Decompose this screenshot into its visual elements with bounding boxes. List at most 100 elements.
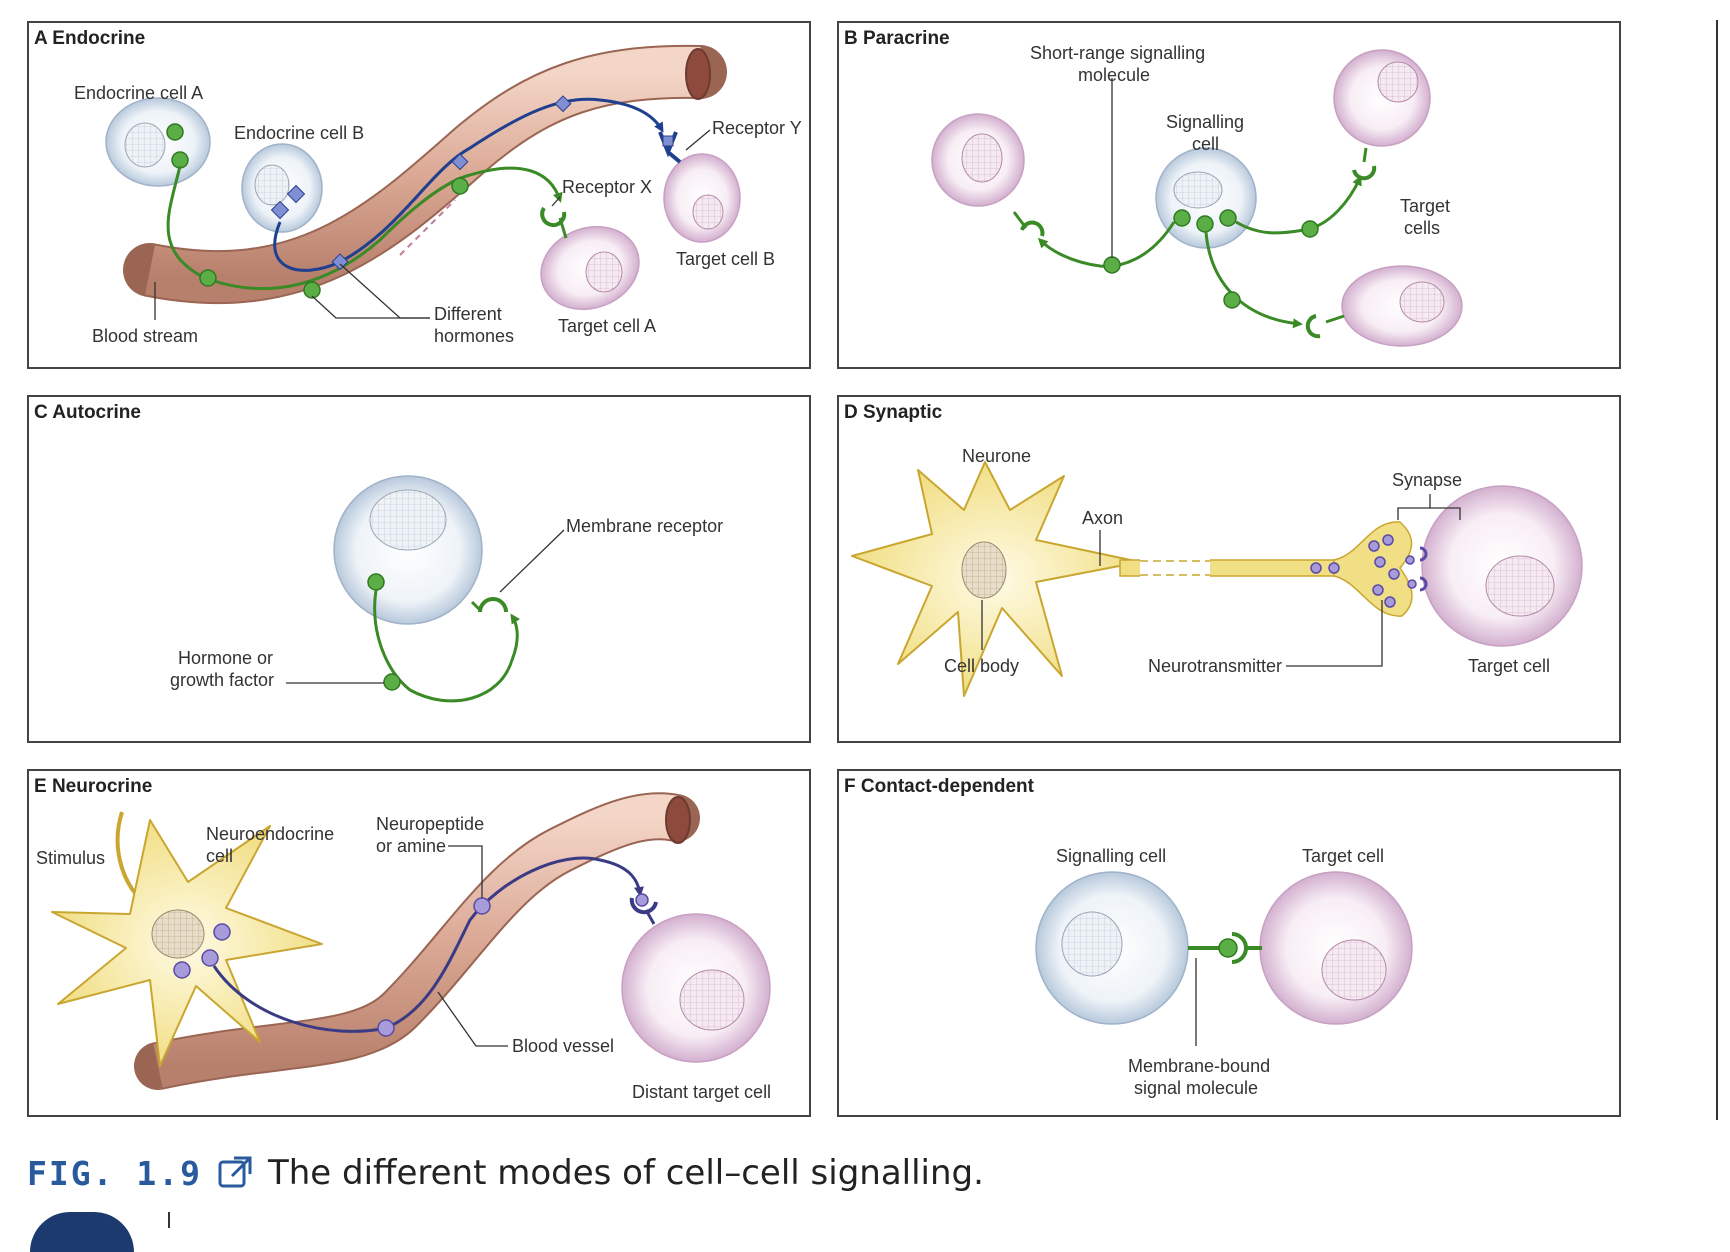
vesicle (1388, 568, 1400, 580)
neuropeptide-dot-bound (635, 893, 649, 907)
membrane-receptor-leader (499, 529, 565, 593)
neurocrine-receptor (629, 897, 658, 915)
axon-terminal (1333, 521, 1413, 617)
neuropeptide-dot (213, 923, 231, 941)
neurotransmitter-dot (1407, 579, 1417, 589)
signal-dot (1301, 220, 1319, 238)
signal-dot (1223, 291, 1241, 309)
text-cursor (168, 1212, 170, 1228)
axon-break (1140, 556, 1210, 580)
hormone-diamond (270, 200, 290, 220)
signal-route-left (1037, 221, 1176, 268)
neurotransmitter-label: Neurotransmitter (1148, 656, 1282, 676)
hormone-dot (199, 269, 217, 287)
vesicle (1328, 562, 1340, 574)
blood-vessel-leader (437, 991, 508, 1047)
panel-f-title: F Contact-dependent (844, 776, 1035, 797)
neurocrine-receptor-stalk (644, 909, 656, 925)
endocrine-cell-b-label: Endocrine cell B (234, 123, 364, 143)
neurotransmitter-leader (1286, 600, 1383, 667)
synaptic-target-cell-nucleus (1485, 555, 1555, 617)
target-cell-a-nucleus (585, 251, 623, 293)
external-link-icon[interactable] (216, 1154, 254, 1192)
hormone-dot (367, 573, 385, 591)
receptor-x (540, 206, 567, 228)
receptor-stalk (1325, 314, 1345, 324)
contact-receptor (1231, 932, 1248, 964)
panel-contact-dependent: F Contact-dependent Signalling cell Targ… (837, 769, 1621, 1117)
vesicle (1368, 540, 1380, 552)
figure-caption: FIG. 1.9 The different modes of cell–cel… (27, 1148, 984, 1198)
vesicle (1382, 534, 1394, 546)
signal-dot (1219, 209, 1237, 227)
membrane-bound-molecule (1218, 938, 1238, 958)
panel-b-title: B Paracrine (844, 28, 950, 49)
vesicle (1374, 556, 1386, 568)
autocrine-cell-nucleus (369, 489, 447, 551)
neuropeptide-leader (448, 845, 483, 898)
hormone-diamond (554, 95, 572, 113)
membrane-bound-label-2: signal molecule (1134, 1078, 1258, 1098)
contact-signalling-cell-nucleus (1061, 911, 1123, 977)
neuropeptide-label-2: or amine (376, 836, 446, 856)
hormone-dot (171, 151, 189, 169)
neuropeptide-label-1: Neuropeptide (376, 814, 484, 834)
autocrine-loop (373, 589, 521, 703)
hormone-dot (166, 123, 184, 141)
target-cell-b-label: Target cell B (676, 249, 775, 269)
page-edge-line (1716, 20, 1718, 1120)
short-range-label-2: molecule (1078, 65, 1150, 85)
blood-stream-opening (685, 48, 711, 100)
membrane-bound-label-1: Membrane-bound (1128, 1056, 1270, 1076)
blood-vessel-label: Blood vessel (512, 1036, 614, 1056)
paracrine-target-cell-upper (1333, 49, 1431, 147)
blue-hormone-route (273, 97, 664, 272)
vesicle (1384, 596, 1396, 608)
neuroendocrine-label-1: Neuroendocrine (206, 824, 334, 844)
distant-target-cell-nucleus (679, 969, 745, 1031)
target-cells-label-1: Target (1400, 196, 1450, 216)
panel-endocrine: A Endocrine Endocrine cell A Endocrine c… (27, 21, 811, 369)
hormone-dot (303, 281, 321, 299)
figure-title: The different modes of cell–cell signall… (267, 1153, 984, 1193)
endocrine-cell-a-nucleus (124, 122, 166, 168)
neuroendocrine-label-2: cell (206, 846, 233, 866)
different-hormones-label-2: hormones (434, 326, 514, 346)
hormone-dot (451, 177, 469, 195)
blood-vessel-opening (665, 796, 691, 844)
receptor-y-label: Receptor Y (712, 118, 802, 138)
endocrine-cell-a-label: Endocrine cell A (74, 83, 203, 103)
paracrine-target-cell-left-nucleus (961, 133, 1003, 183)
receptor-stalk (1362, 147, 1368, 163)
hormones-leader-2 (311, 295, 430, 319)
distant-target-cell-label: Distant target cell (632, 1082, 771, 1102)
panel-paracrine: B Paracrine Signalling cell Sho (837, 21, 1621, 369)
contact-target-cell-label: Target cell (1302, 846, 1384, 866)
receptor-stalk (1012, 211, 1028, 229)
panel-e-title: E Neurocrine (34, 776, 152, 797)
vesicle (1372, 584, 1384, 596)
neuroendocrine-nucleus (151, 909, 205, 959)
membrane-receptor (478, 597, 508, 613)
different-hormones-label-1: Different (434, 304, 502, 324)
hormone-diamond (451, 153, 469, 171)
short-range-label-1: Short-range signalling (1030, 43, 1205, 63)
panel-autocrine: C Autocrine Membrane receptor Hormone or… (27, 395, 811, 743)
signal-dot (1173, 209, 1191, 227)
signalling-cell-label-2: cell (1192, 134, 1219, 154)
stimulus-label: Stimulus (36, 848, 105, 868)
paracrine-target-cell-upper-nucleus (1377, 61, 1419, 103)
synaptic-receptor (1419, 546, 1428, 592)
receptor-x-leader (551, 196, 561, 207)
neuropeptide-dot (173, 961, 191, 979)
neuropeptide-route (212, 856, 644, 1033)
receptor-x-label: Receptor X (562, 177, 652, 197)
neurone-nucleus (961, 541, 1007, 599)
panel-a-title: A Endocrine (34, 28, 145, 49)
hormone-label-2: growth factor (170, 670, 274, 690)
membrane-receptor-label: Membrane receptor (566, 516, 723, 536)
hormone-diamond (286, 184, 306, 204)
panel-neurocrine: E Neurocrine Stimulus Neuroendocrine cel… (27, 769, 811, 1117)
target-cell-b-nucleus (692, 194, 724, 230)
target-cells-label-2: cells (1404, 218, 1440, 238)
